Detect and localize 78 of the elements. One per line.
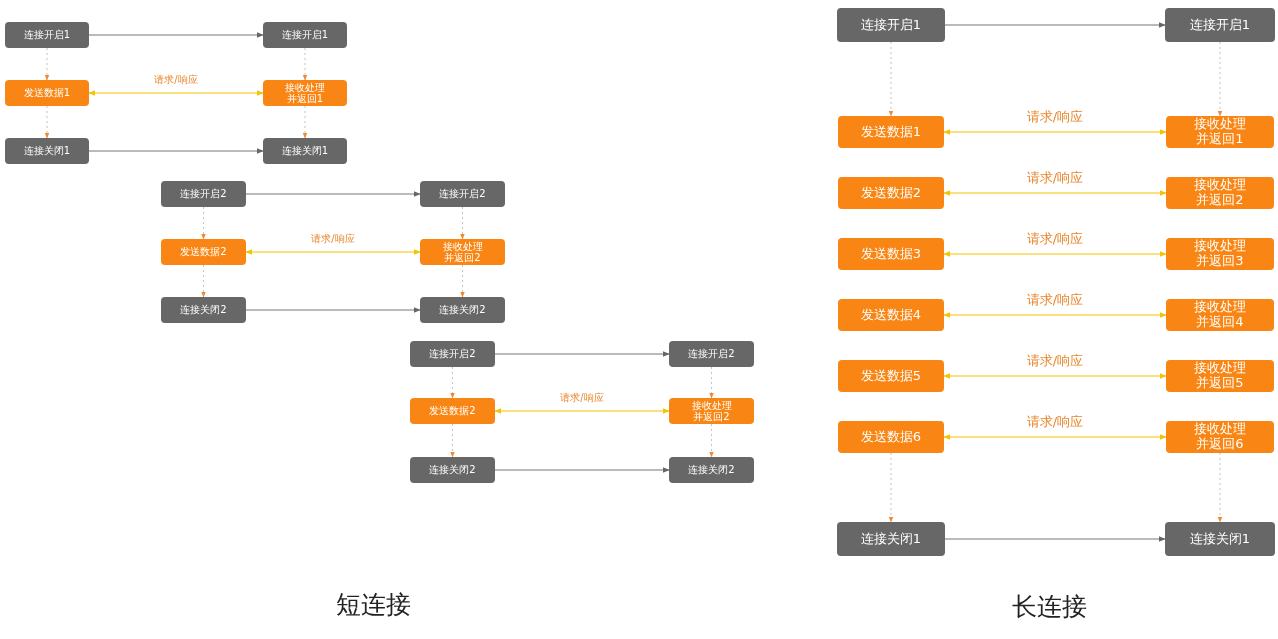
dashed-arrow [44,47,50,81]
panel-caption: 长连接 [1012,591,1087,623]
process-box: 连接关闭2 [420,297,505,323]
edge-label: 请求/响应 [1024,230,1086,248]
dashed-arrow [44,105,50,139]
process-box: 连接关闭2 [410,457,495,483]
dashed-arrow [888,41,894,117]
process-box: 接收处理并返回1 [1166,116,1274,148]
dashed-arrow [201,206,206,240]
edge-label: 请求/响应 [152,73,200,87]
process-box: 发送数据1 [5,80,89,106]
process-box: 连接关闭2 [669,457,754,483]
process-box: 接收处理并返回4 [1166,299,1274,331]
process-box: 接收处理并返回5 [1166,360,1274,392]
dashed-arrow [302,105,308,139]
double-arrow [943,312,1167,318]
process-box: 连接开启1 [5,22,89,48]
dashed-arrow [709,423,714,458]
double-arrow [494,408,670,414]
process-box: 连接开启2 [410,341,495,367]
process-box: 发送数据5 [838,360,944,392]
process-box: 接收处理并返回1 [263,80,347,106]
process-box: 连接开启1 [263,22,347,48]
double-arrow [245,249,421,255]
process-box: 连接开启2 [161,181,246,207]
dashed-arrow [460,264,465,298]
process-box: 发送数据2 [838,177,944,209]
dashed-arrow [709,366,714,399]
process-box: 连接关闭1 [1165,522,1275,556]
process-box: 连接开启2 [420,181,505,207]
double-arrow [943,129,1167,135]
dashed-arrow [450,423,455,458]
arrow [494,351,670,357]
arrow [494,467,670,473]
edge-label: 请求/响应 [309,232,357,246]
arrow [944,22,1166,28]
process-box: 连接开启1 [1165,8,1275,42]
process-box: 连接关闭1 [5,138,89,164]
arrow [245,307,421,313]
dashed-arrow [302,47,308,81]
dashed-arrow [201,264,206,298]
double-arrow [943,373,1167,379]
double-arrow [943,190,1167,196]
dashed-arrow [888,452,894,523]
double-arrow [88,90,264,96]
process-box: 发送数据2 [410,398,495,424]
process-box: 接收处理并返回2 [1166,177,1274,209]
dashed-arrow [1217,41,1223,117]
double-arrow [943,251,1167,257]
panel-caption: 短连接 [336,589,411,621]
process-box: 连接关闭1 [837,522,945,556]
edge-label: 请求/响应 [1024,352,1086,370]
dashed-arrow [460,206,465,240]
process-box: 发送数据1 [838,116,944,148]
process-box: 连接关闭1 [263,138,347,164]
process-box: 连接关闭2 [161,297,246,323]
edge-label: 请求/响应 [558,391,606,405]
process-box: 连接开启1 [837,8,945,42]
process-box: 发送数据3 [838,238,944,270]
arrow [88,32,264,38]
dashed-arrow [1217,452,1223,523]
process-box: 接收处理并返回6 [1166,421,1274,453]
arrow [944,536,1166,542]
process-box: 发送数据6 [838,421,944,453]
edge-label: 请求/响应 [1024,291,1086,309]
process-box: 接收处理并返回2 [420,239,505,265]
process-box: 接收处理并返回3 [1166,238,1274,270]
edge-label: 请求/响应 [1024,413,1086,431]
process-box: 发送数据4 [838,299,944,331]
edge-label: 请求/响应 [1024,169,1086,187]
process-box: 连接开启2 [669,341,754,367]
dashed-arrow [450,366,455,399]
edge-label: 请求/响应 [1024,108,1086,126]
arrow [88,148,264,154]
arrow [245,191,421,197]
process-box: 发送数据2 [161,239,246,265]
double-arrow [943,434,1167,440]
process-box: 接收处理并返回2 [669,398,754,424]
